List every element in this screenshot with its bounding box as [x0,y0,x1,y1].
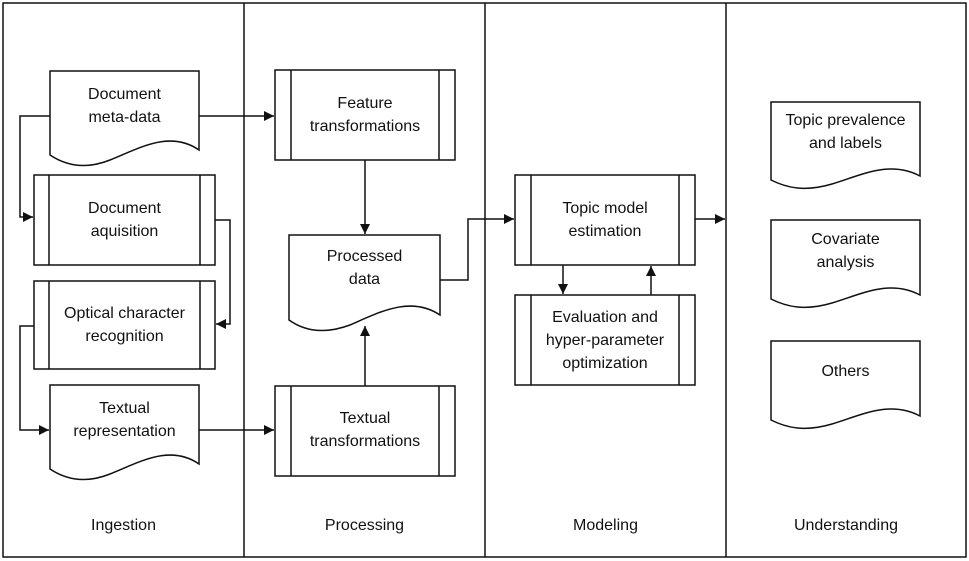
ocr-shape [33,280,216,370]
others-shape [770,340,921,430]
textual-representation-label: Textual representation [73,400,176,440]
covariate-analysis-shape [770,219,921,309]
ocr-label: Optical character recognition [64,305,185,345]
topic-prevalence-shape [770,101,921,190]
column-title-modeling: Modeling [573,517,638,534]
processed-data-shape [288,234,441,332]
evaluation-label: Evaluation and hyper-parameter optimizat… [545,308,665,372]
column-title-understanding: Understanding [793,517,899,534]
arrow-processed-to-topic-model [440,214,514,281]
topic-model-estimation-label: Topic model estimation [562,200,648,240]
document-acquisition-shape [33,174,216,266]
document-metadata-label: Document meta-data [88,86,161,126]
arrow-ocr-to-representation [19,325,49,435]
feature-transformations-shape [274,69,456,161]
column-title-ingestion: Ingestion [91,517,156,534]
arrow-acquisition-to-ocr [215,219,231,329]
evaluation-shape [514,294,696,386]
arrow-metadata-to-acquisition [19,115,50,222]
document-acquisition-label: Document aquisition [88,200,161,240]
feature-transformations-label: Feature transformations [309,95,421,135]
column-title-processing: Processing [324,517,405,534]
covariate-analysis-label: Covariate analysis [811,231,880,271]
topic-model-estimation-shape [514,174,696,266]
document-metadata-shape [49,70,200,167]
textual-transformations-label: Textual transformations [309,410,421,450]
topic-prevalence-label: Topic prevalence and labels [785,112,906,152]
processed-data-label: Processed data [326,248,403,288]
textual-transformations-shape [274,385,456,477]
others-label: Others [821,362,870,380]
textual-representation-shape [49,384,200,481]
